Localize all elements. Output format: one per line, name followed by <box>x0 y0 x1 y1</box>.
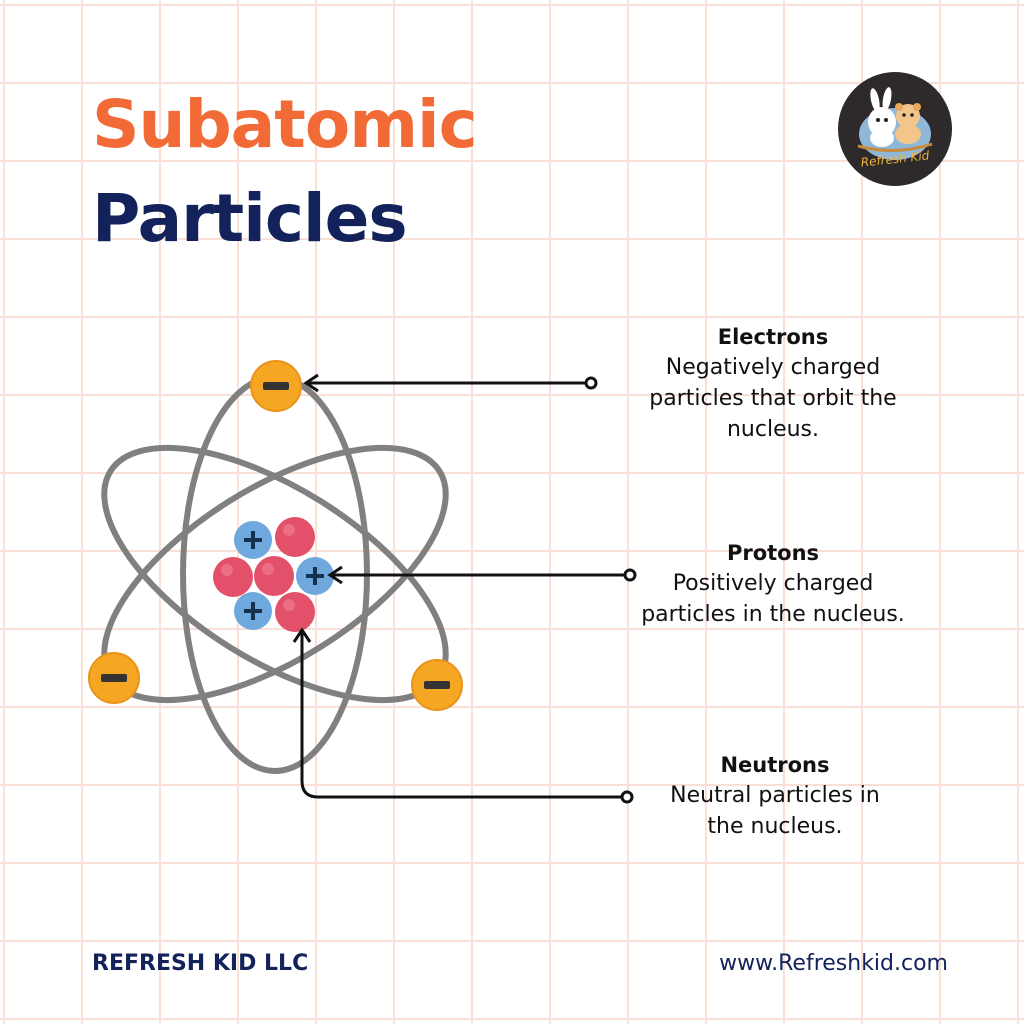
footer-company: REFRESH KID LLC <box>92 951 309 976</box>
neutrons-description: Neutral particles in the nucleus. <box>670 783 880 839</box>
electron <box>250 360 302 412</box>
neutron <box>254 556 294 596</box>
neutron <box>213 557 253 597</box>
title-particles: Particles <box>92 180 408 257</box>
proton <box>234 521 272 559</box>
arrow-electrons <box>303 373 598 393</box>
neutrons-title: Neutrons <box>720 753 830 777</box>
electrons-label: Electrons Negatively charged particles t… <box>620 322 926 445</box>
title-subatomic: Subatomic <box>92 86 478 163</box>
electron <box>88 652 140 704</box>
proton <box>234 592 272 630</box>
arrow-neutrons <box>292 627 634 804</box>
electrons-title: Electrons <box>717 325 829 349</box>
protons-title: Protons <box>726 541 820 565</box>
proton <box>296 557 334 595</box>
protons-label: Protons Positively charged particles in … <box>610 538 936 630</box>
protons-description: Positively charged particles in the nucl… <box>641 571 905 627</box>
footer-website[interactable]: www.Refreshkid.com <box>719 951 948 976</box>
arrow-protons <box>327 565 637 585</box>
mascot-icon <box>857 87 933 160</box>
neutron <box>275 592 315 632</box>
neutron <box>275 517 315 557</box>
nucleus <box>213 517 334 632</box>
electron <box>411 659 463 711</box>
neutrons-label: Neutrons Neutral particles in the nucleu… <box>630 750 920 842</box>
electrons-description: Negatively charged particles that orbit … <box>649 355 897 442</box>
refresh-kid-logo: Refresh Kid <box>838 72 952 186</box>
